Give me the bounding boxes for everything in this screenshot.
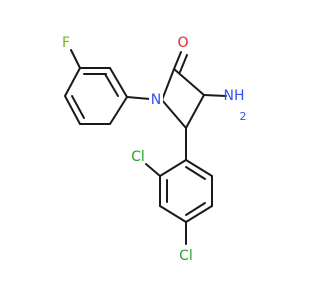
ring-b-inner-3 <box>185 166 206 180</box>
ring-b-bond-3 <box>159 205 187 223</box>
carbonyl-bond-1 <box>173 51 182 70</box>
dichlorophenyl-ring <box>145 127 213 245</box>
ring-nitrogen-label: N <box>151 92 161 108</box>
ring-b-bond-6 <box>185 159 213 177</box>
ring-b-bond-1 <box>159 159 187 177</box>
ring-a-inner-1 <box>104 73 119 97</box>
bond-n-aryl <box>126 96 151 100</box>
ring-a-bond-3 <box>64 67 81 97</box>
ring-b-inner-2 <box>185 202 206 216</box>
bond-c-f <box>70 49 81 69</box>
chlorine-para-label: Cl <box>179 248 193 264</box>
ring-a-inner-2 <box>71 95 85 119</box>
ring-a-bond-1 <box>109 67 128 98</box>
bond-n-c2 <box>161 68 175 101</box>
bond-c2-c3 <box>173 68 205 96</box>
azetidinone-ring <box>161 51 205 129</box>
ring-a-bond-6 <box>109 96 128 125</box>
molecule-structure: O N F NH 2 Cl Cl <box>62 35 247 264</box>
bond-c3-nh2 <box>203 94 227 97</box>
ring-b-bond-4 <box>185 205 213 223</box>
chlorine-ortho-label: Cl <box>131 149 145 165</box>
bond-c4-n <box>161 99 187 129</box>
amine-label: NH <box>224 88 245 104</box>
bond-c3-c4 <box>185 94 205 129</box>
bond-c-cl-ortho <box>145 163 161 177</box>
amine-h2-subscript: 2 <box>240 110 247 123</box>
fluorine-label: F <box>62 35 70 51</box>
ring-a-bond-4 <box>64 95 81 125</box>
fluorophenyl-ring <box>64 49 151 125</box>
oxygen-label: O <box>177 35 188 51</box>
carbonyl-bond-2 <box>179 54 188 73</box>
